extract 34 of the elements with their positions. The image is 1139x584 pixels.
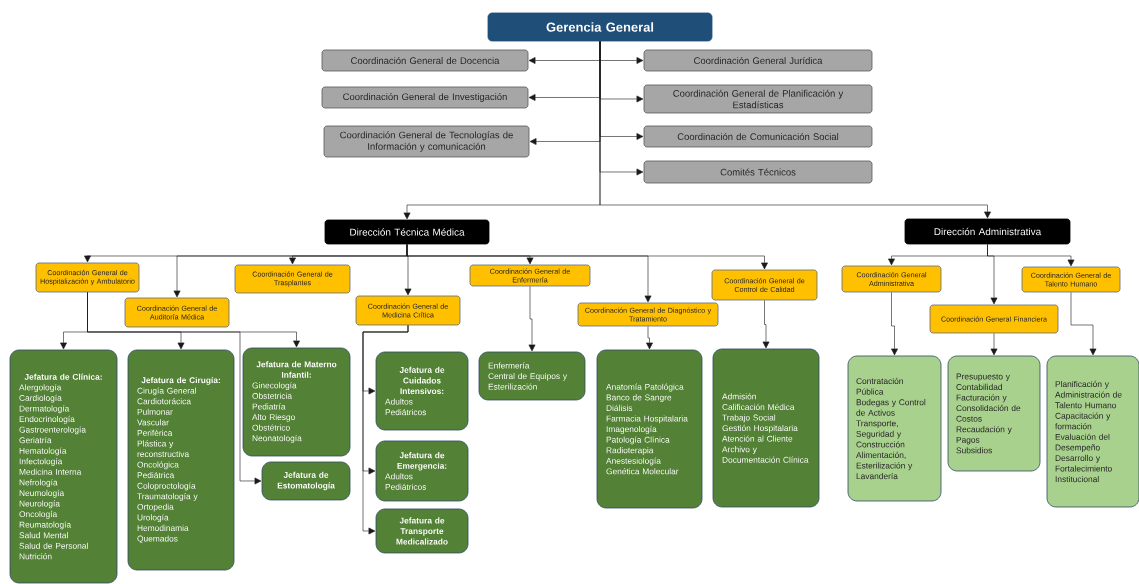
unit-box: Jefatura de Materno Infantil: Ginecología Obstetricia Pediatría Alto Riesgo Obstétrico Neonatología xyxy=(242,347,351,457)
coordination-box: Coordinación General Jurídica xyxy=(643,49,873,72)
arrow xyxy=(646,326,653,350)
coordination-box: Coordinación General de Tecnologías de Información y comunicación xyxy=(323,125,530,158)
arrow xyxy=(987,244,1075,267)
coordination-box: Coordinación General de Planificación y Estadísticas xyxy=(643,84,873,114)
arrow xyxy=(990,333,998,356)
arrow xyxy=(1070,292,1097,356)
arrow xyxy=(406,244,768,270)
coordination-box: Comités Técnicos xyxy=(643,160,873,184)
unit-box: Enfermería Central de Equipos y Esterilización xyxy=(478,351,586,401)
unit-box: Jefatura de Transporte Medicalizado xyxy=(375,508,469,554)
unit-box: Planificación y Administración de Talento Humano Capacitación y formación Evaluación del Desempeño Desarrollo y Fortalecimiento Institucional xyxy=(1046,355,1139,508)
unit-box: Jefatura de Estomatología xyxy=(261,461,351,501)
unit-box: Jefatura de Emergencia: Adultos Pediátricos xyxy=(375,440,469,502)
coordination-box: Coordinación General de Docencia xyxy=(321,49,529,72)
arrow xyxy=(762,300,770,349)
unit-box: Jefatura de Clínica: Alergología Cardiología Dermatología Endocrinología Gastroenterología Geriatría Hematología Infectología Medicina Interna Nefrología Neumología Neurología Oncología Reumatología Salud Mental Salud de Personal Nutrición xyxy=(9,349,118,584)
executive-box: Gerencia General xyxy=(487,12,713,42)
arrow xyxy=(599,41,991,219)
unit-box: Admisión Calificación Médica Trabajo Social Gestión Hospitalaria Atención al Cliente Archivo y Documentación Clínica xyxy=(712,348,820,508)
unit-box: Anatomía Patológica Banco de Sangre Diálisis Farmacia Hospitalaria Imagenología Patología Clínica Radioterapia Anestesiología Genética Molecular xyxy=(596,349,703,509)
coordination-box: Coordinación de Comunicación Social xyxy=(643,125,873,148)
direction-box: Dirección Técnica Médica xyxy=(324,219,490,245)
arrow xyxy=(362,325,409,535)
arrow xyxy=(891,292,898,356)
unit-box: Presupuesto y Contabilidad Facturación y Consolidación de Costos Recaudación y Pagos Subsidios xyxy=(947,355,1041,472)
unit-box: Contratación Pública Bodegas y Control de Activos Transporte, Seguridad y Construcción Alimentación, Esterilización y Lavandería xyxy=(847,355,942,502)
unit-box: Jefatura de Cirugía: Cirugía General Cardiotorácica Pulmonar Vascular Periférica Plástica y reconstructiva Oncológica Pediátrica Coloproctología Traumatología y Ortopedia Urología Hemodinamia Quemados xyxy=(127,349,235,571)
arrow xyxy=(87,292,262,485)
direction-box: Dirección Administrativa xyxy=(904,218,1071,245)
unit-box: Jefatura de Cuidados Intensivos: Adultos Pediátricos xyxy=(375,351,469,431)
coordination-box: Coordinación General de Investigación xyxy=(321,86,529,109)
arrow xyxy=(528,286,536,352)
